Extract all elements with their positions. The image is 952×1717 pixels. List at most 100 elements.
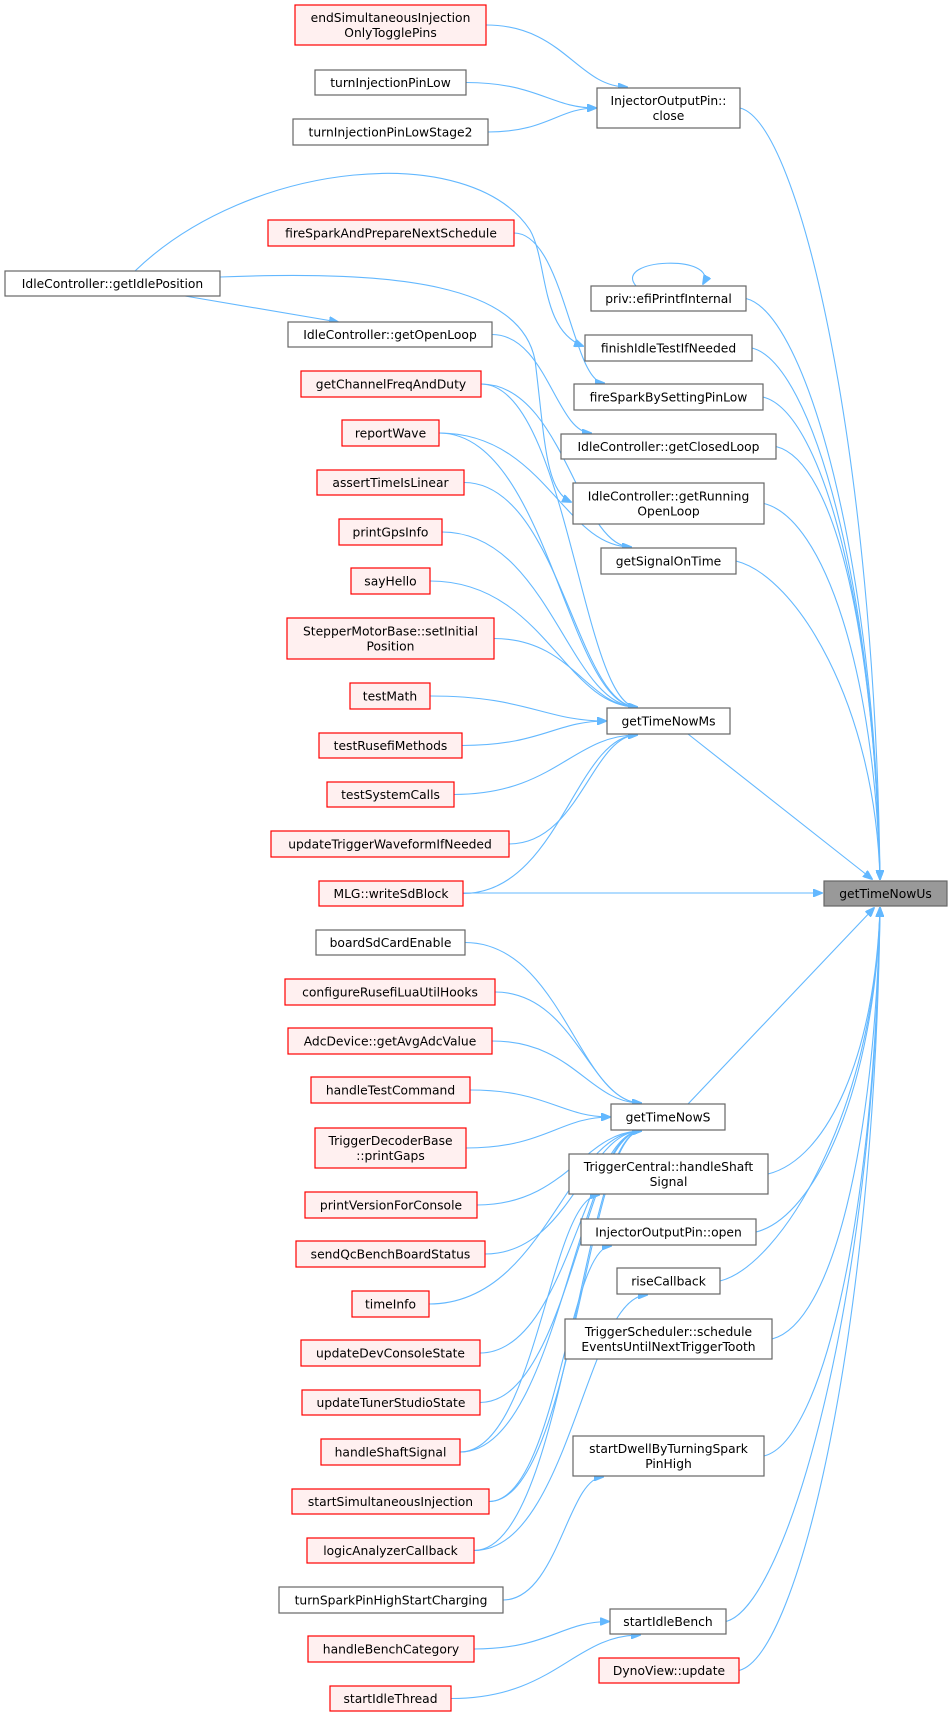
node-priv[interactable]: priv::efiPrintfInternal [590,285,747,312]
node-label: DynoView::update [613,1664,725,1678]
edge-idlePos-to-finishIdle [134,172,583,346]
node-handleShaft[interactable]: handleShaftSignal [320,1438,461,1466]
node-trigSched[interactable]: TriggerScheduler::scheduleEventsUntilNex… [564,1318,773,1360]
node-box [4,270,221,297]
node-box [270,830,510,858]
node-tuner[interactable]: updateTunerStudioState [301,1389,481,1416]
edge-testSys-to-ms [453,735,637,796]
node-sayHello[interactable]: sayHello [350,567,431,595]
node-devConsole[interactable]: updateDevConsoleState [300,1339,481,1367]
node-fireSparkBy[interactable]: fireSparkBySettingPinLow [573,383,764,411]
node-label: priv::efiPrintfInternal [605,292,732,306]
edges-layer [134,24,880,1700]
node-box [301,1389,481,1416]
node-turnSpark[interactable]: turnSparkPinHighStartCharging [278,1586,504,1614]
edge-dyno-to-us [738,908,880,1672]
node-printGaps[interactable]: TriggerDecoderBase::printGaps [314,1127,467,1169]
node-fireSparkAnd[interactable]: fireSparkAndPrepareNextSchedule [267,219,515,247]
node-label: updateTriggerWaveformIfNeeded [288,837,492,851]
node-label: OpenLoop [637,504,700,518]
edge-idleThread-to-idleBench [450,1635,640,1700]
node-label: handleBenchCategory [323,1642,459,1656]
node-injOpen[interactable]: InjectorOutputPin::open [580,1218,757,1246]
node-logic[interactable]: logicAnalyzerCallback [306,1537,475,1564]
node-box [318,880,464,907]
node-handleTest[interactable]: handleTestCommand [310,1076,471,1104]
node-label: TriggerCentral::handleShaft [583,1160,754,1174]
node-assertTime[interactable]: assertTimeIsLinear [316,469,465,496]
node-label: updateDevConsoleState [316,1346,465,1360]
node-label: fireSparkBySettingPinLow [590,390,748,404]
node-label: fireSparkAndPrepareNextSchedule [285,226,497,240]
edge-sayHello-to-ms [429,580,637,707]
node-tipLow[interactable]: turnInjectionPinLow [314,69,467,96]
edge-printGaps-to-s [465,1117,610,1149]
edge-updTrig-to-ms [508,735,637,845]
node-label: sendQcBenchBoardStatus [311,1247,471,1261]
node-testRusefi[interactable]: testRusefiMethods [318,732,463,759]
node-signalOn[interactable]: getSignalOnTime [600,547,737,575]
node-startSim[interactable]: startSimultaneousInjection [291,1488,490,1515]
node-label: getSignalOnTime [616,554,722,568]
node-label: startIdleBench [623,1615,712,1629]
node-box [300,370,482,398]
node-label: PinHigh [645,1457,692,1471]
node-gps[interactable]: printGpsInfo [338,518,443,546]
node-us[interactable]: getTimeNowUs [823,880,948,907]
node-box [307,1635,475,1663]
node-sendQc[interactable]: sendQcBenchBoardStatus [295,1240,486,1268]
node-trigCentral[interactable]: TriggerCentral::handleShaftSignal [568,1153,769,1195]
node-finishIdle[interactable]: finishIdleTestIfNeeded [584,334,753,362]
node-box [600,547,737,575]
node-reportWave[interactable]: reportWave [341,419,440,447]
node-boardSd[interactable]: boardSdCardEnable [315,929,466,956]
node-box [596,87,741,129]
node-timeInfo[interactable]: timeInfo [351,1290,430,1318]
node-label: testRusefiMethods [334,739,448,753]
node-ms[interactable]: getTimeNowMs [606,707,731,735]
node-lua[interactable]: configureRusefiLuaUtilHooks [284,978,496,1006]
node-label: endSimultaneousInjection [311,11,471,25]
edge-handleTest-to-s [469,1089,610,1117]
edge-reportWave-to-signalOn [438,432,631,547]
node-closedLoop[interactable]: IdleController::getClosedLoop [560,433,777,460]
node-box [568,1153,769,1195]
node-updTrig[interactable]: updateTriggerWaveformIfNeeded [270,830,510,858]
edge-priv-to-us [745,297,880,880]
node-close[interactable]: InjectorOutputPin::close [596,87,741,129]
node-testMath[interactable]: testMath [349,682,431,710]
node-label: startDwellByTurningSpark [589,1442,749,1456]
node-dyno[interactable]: DynoView::update [598,1657,740,1684]
node-openLoop[interactable]: IdleController::getOpenLoop [287,321,493,348]
node-box [306,1537,475,1564]
node-box [314,1127,467,1169]
edge-rise-to-us [719,908,880,1282]
node-idleBench[interactable]: startIdleBench [609,1608,727,1635]
node-box [572,1435,765,1477]
node-box [329,1685,452,1712]
node-idleThread[interactable]: startIdleThread [329,1685,452,1712]
node-label: boardSdCardEnable [330,936,452,950]
node-chanFreq[interactable]: getChannelFreqAndDuty [300,370,482,398]
edge-injOpen-to-us [755,908,880,1233]
node-adc[interactable]: AdcDevice::getAvgAdcValue [287,1027,493,1055]
node-label: getTimeNowUs [839,887,931,901]
node-s[interactable]: getTimeNowS [610,1103,726,1131]
edge-testMath-to-ms [429,695,606,721]
node-rise[interactable]: riseCallback [616,1267,721,1295]
node-testSys[interactable]: testSystemCalls [326,781,455,808]
edge-devConsole-to-s [479,1131,641,1354]
node-label: IdleController::getIdlePosition [22,277,203,291]
node-printVer[interactable]: printVersionForConsole [304,1191,478,1219]
node-benchCat[interactable]: handleBenchCategory [307,1635,475,1663]
edge-idleBench-to-us [725,908,880,1623]
node-label: MLG::writeSdBlock [333,887,449,901]
node-tipLow2[interactable]: turnInjectionPinLowStage2 [292,118,489,146]
node-mlg[interactable]: MLG::writeSdBlock [318,880,464,907]
node-idlePos[interactable]: IdleController::getIdlePosition [4,270,221,297]
node-label: TriggerScheduler::schedule [584,1325,752,1339]
